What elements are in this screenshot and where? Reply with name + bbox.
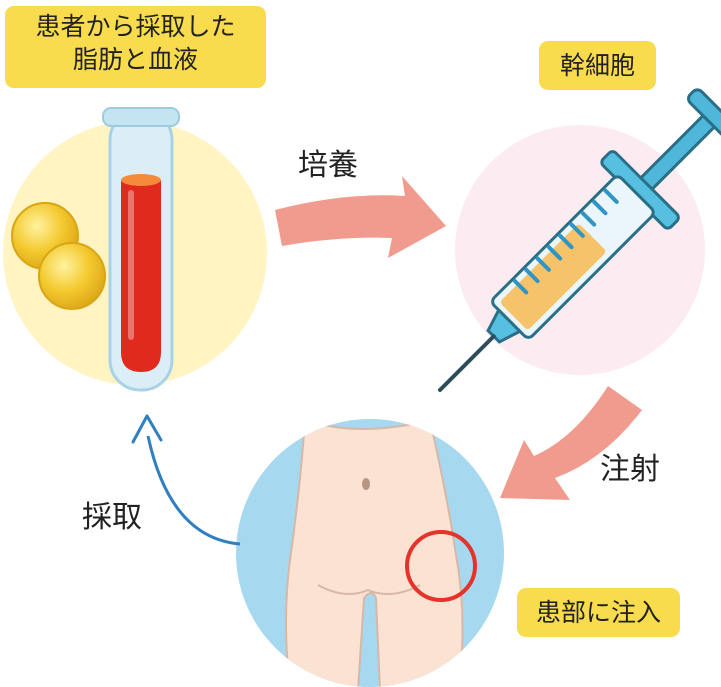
blood-test-tube (102, 107, 180, 392)
injection-arrow (500, 386, 642, 500)
collection-arrowhead (131, 414, 163, 444)
source-label: 患者から採取した 脂肪と血液 (5, 6, 266, 88)
source-label-line1: 患者から採取した (35, 12, 236, 41)
syringe-icon (437, 88, 721, 393)
source-label-line2: 脂肪と血液 (72, 45, 198, 74)
culture-arrow (275, 176, 446, 258)
injection-label: 注射 (600, 452, 660, 487)
collection-label: 採取 (82, 500, 142, 535)
collection-arrow (146, 435, 241, 546)
fat-cells (11, 202, 106, 310)
target-label: 患部に注入 (517, 588, 680, 637)
stem-cells-label: 幹細胞 (539, 41, 656, 90)
culture-label: 培養 (298, 148, 358, 183)
injection-site-ring (405, 530, 477, 602)
